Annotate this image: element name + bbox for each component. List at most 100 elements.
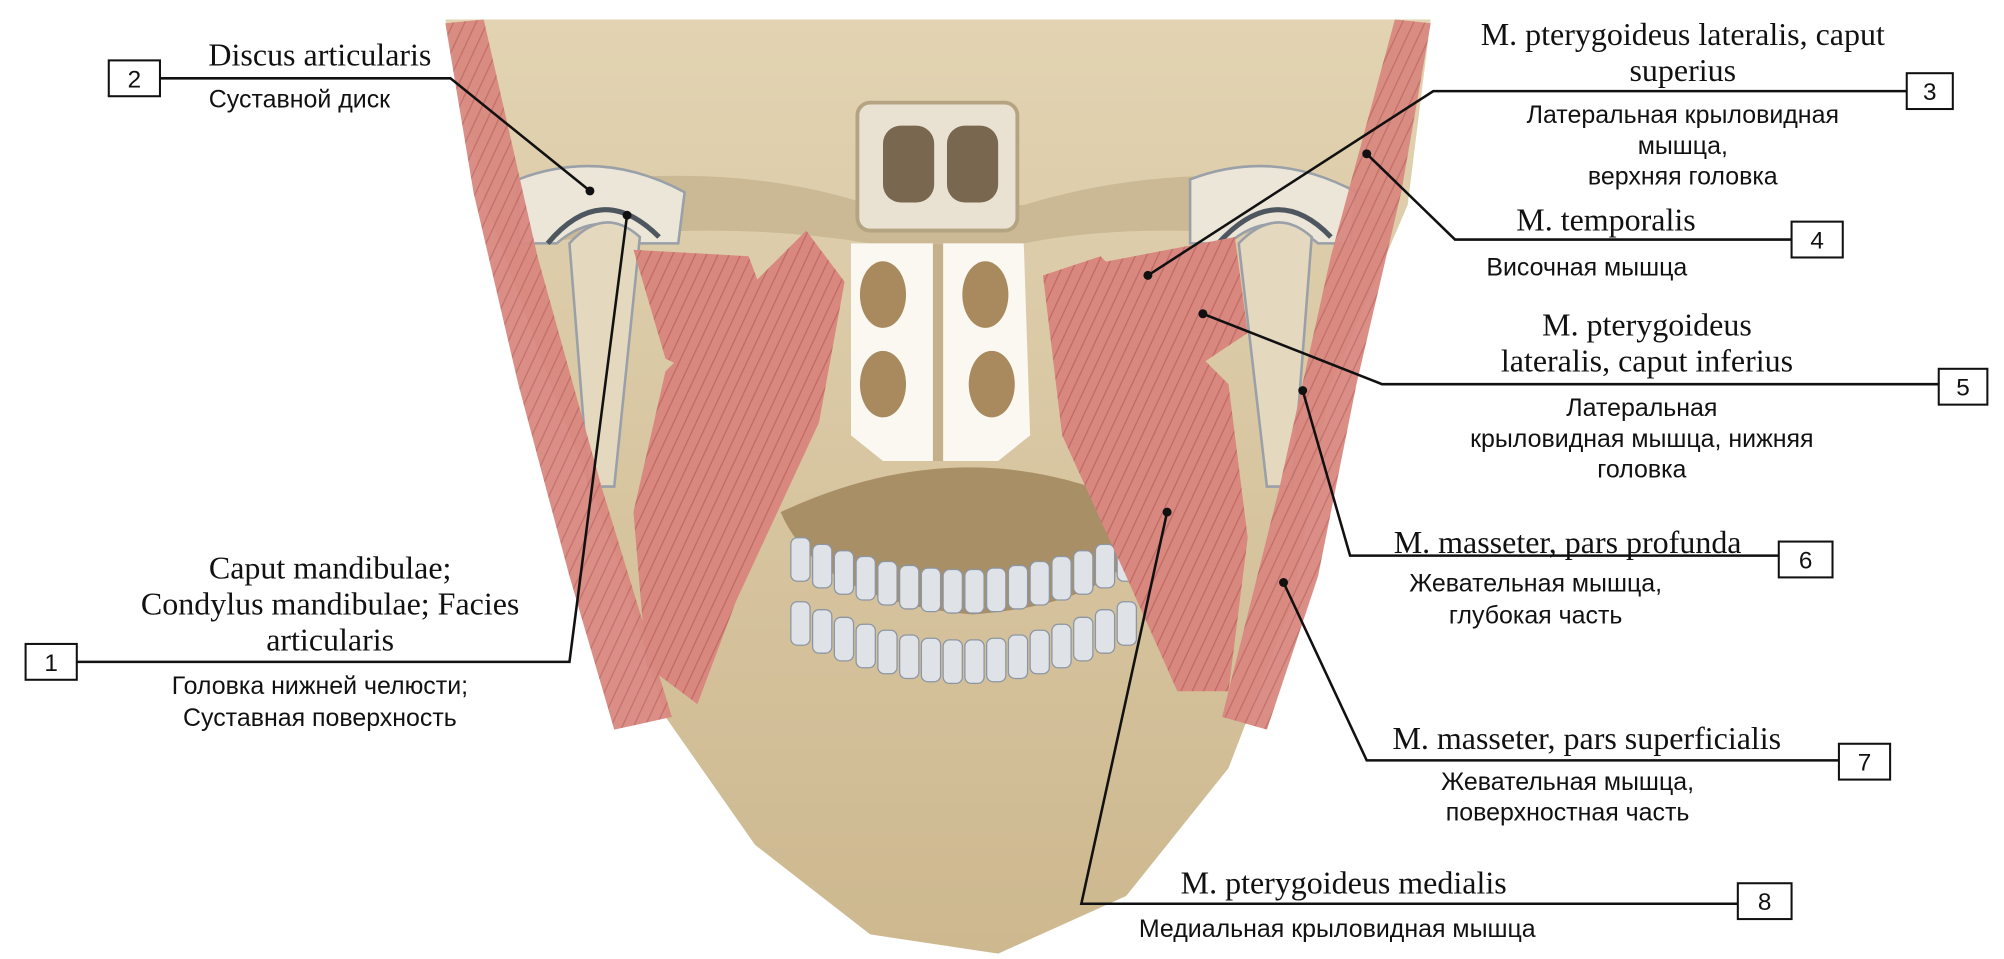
tooth — [1073, 550, 1094, 595]
nasal-conchae — [859, 261, 1015, 418]
tooth — [1051, 555, 1072, 601]
tooth — [1007, 634, 1029, 680]
russian-term: Суставная поверхность — [183, 704, 457, 732]
latin-term: Discus articularis — [208, 37, 431, 73]
tooth — [1094, 609, 1116, 654]
lateral-pterygoid-right — [1100, 236, 1248, 372]
russian-term: мышца, — [1638, 132, 1728, 160]
tooth — [1051, 623, 1072, 669]
number-box-8 — [1736, 882, 1793, 921]
label-number: 4 — [1810, 228, 1824, 255]
pointer-dot-7 — [1279, 578, 1289, 587]
tooth — [942, 568, 963, 614]
tooth — [855, 623, 876, 669]
tooth — [964, 568, 985, 614]
russian-term: Латеральная крыловидная — [1527, 101, 1839, 129]
tooth — [1007, 564, 1029, 610]
leader-line-4 — [1365, 152, 1792, 241]
masseter-right — [1222, 19, 1431, 730]
latin-term: articularis — [266, 621, 394, 657]
label-5[interactable]: 5 M. pterygoideus lateralis, caput infer… — [1198, 307, 1989, 484]
masseter-left — [445, 19, 672, 730]
tooth — [898, 564, 920, 610]
number-box-4 — [1790, 220, 1844, 259]
tooth — [920, 637, 942, 683]
russian-term: головка — [1597, 456, 1686, 484]
label-8[interactable]: 8 M. pterygoideus medialis Медиальная кр… — [1079, 507, 1793, 943]
leader-line-6 — [1301, 390, 1779, 557]
pointer-dot-3 — [1143, 270, 1153, 280]
latin-term: superius — [1629, 52, 1736, 88]
latin-term: M. temporalis — [1516, 202, 1695, 238]
tooth — [811, 543, 833, 589]
leader-line-7 — [1282, 581, 1839, 762]
tooth — [942, 639, 963, 685]
tooth — [790, 537, 811, 582]
russian-term: верхняя головка — [1588, 163, 1778, 191]
russian-term: Латеральная — [1566, 394, 1717, 422]
leader-line-5 — [1202, 312, 1939, 386]
russian-term: Медиальная крыловидная мышца — [1139, 915, 1536, 943]
tmj-left — [516, 164, 687, 488]
label-number: 5 — [1956, 375, 1970, 402]
label-number: 3 — [1923, 79, 1937, 106]
number-box-1 — [24, 642, 78, 681]
number-box-5 — [1937, 367, 1989, 406]
label-number: 7 — [1858, 750, 1872, 777]
leader-line-3 — [1147, 89, 1907, 277]
leader-line-1 — [76, 215, 629, 664]
label-number: 8 — [1758, 889, 1772, 916]
russian-term: Височная мышца — [1486, 253, 1687, 281]
pointer-dot-6 — [1298, 386, 1308, 396]
tooth — [898, 634, 920, 680]
tooth — [986, 637, 1007, 683]
latin-term: Condylus mandibulae; Facies — [141, 586, 519, 622]
label-7[interactable]: 7 M. masseter, pars superficialis Жевате… — [1279, 578, 1892, 827]
label-1[interactable]: 1 Caput mandibulae; Condylus mandibulae;… — [24, 210, 632, 732]
tooth — [1116, 601, 1138, 646]
number-box-6 — [1777, 540, 1834, 579]
leader-line-8 — [1079, 511, 1738, 905]
tooth — [964, 639, 985, 685]
tooth — [1073, 616, 1094, 662]
tooth — [833, 550, 855, 595]
russian-term: поверхностная часть — [1446, 799, 1690, 827]
tooth — [1029, 629, 1050, 675]
russian-term: глубокая часть — [1449, 601, 1623, 629]
label-4[interactable]: 4 M. temporalis Височная мышца — [1362, 149, 1844, 281]
pointer-dot-8 — [1162, 507, 1172, 517]
label-6[interactable]: 6 M. masseter, pars profunda Жевательная… — [1298, 386, 1834, 629]
tooth — [855, 555, 876, 601]
tooth — [811, 609, 833, 654]
tooth — [790, 601, 811, 646]
pointer-dot-2 — [585, 186, 595, 196]
latin-term: Caput mandibulae; — [209, 550, 452, 586]
latin-term: lateralis, caput inferius — [1501, 342, 1793, 378]
number-box-7 — [1837, 742, 1892, 781]
number-box-3 — [1905, 72, 1954, 111]
label-2[interactable]: 2 Discus articularis Суставной диск — [107, 37, 595, 196]
pointer-dot-5 — [1198, 309, 1208, 319]
sinus-cavity-right — [946, 125, 999, 203]
tooth — [1094, 543, 1116, 589]
russian-term: Головка нижней челюсти; — [172, 672, 468, 700]
label-number: 2 — [128, 66, 142, 93]
latin-term: M. pterygoideus lateralis, caput — [1481, 16, 1885, 52]
russian-term: Жевательная мышца, — [1409, 569, 1662, 597]
latin-term: M. masseter, pars profunda — [1394, 524, 1742, 560]
pointer-dot-1 — [622, 210, 632, 220]
tooth — [833, 616, 855, 662]
latin-term: M. masseter, pars superficialis — [1392, 720, 1781, 756]
label-number: 1 — [44, 650, 58, 677]
latin-term: M. pterygoideus medialis — [1181, 864, 1507, 900]
medial-pterygoid-left — [633, 230, 845, 705]
pointer-dot-4 — [1362, 149, 1372, 159]
tooth — [1029, 560, 1050, 606]
russian-term: Суставной диск — [209, 86, 391, 114]
russian-term: крыловидная мышца, нижняя — [1470, 425, 1813, 453]
tooth — [986, 567, 1007, 613]
latin-term: M. pterygoideus — [1542, 307, 1752, 343]
label-3[interactable]: 3 M. pterygoideus lateralis, caput super… — [1143, 16, 1954, 280]
